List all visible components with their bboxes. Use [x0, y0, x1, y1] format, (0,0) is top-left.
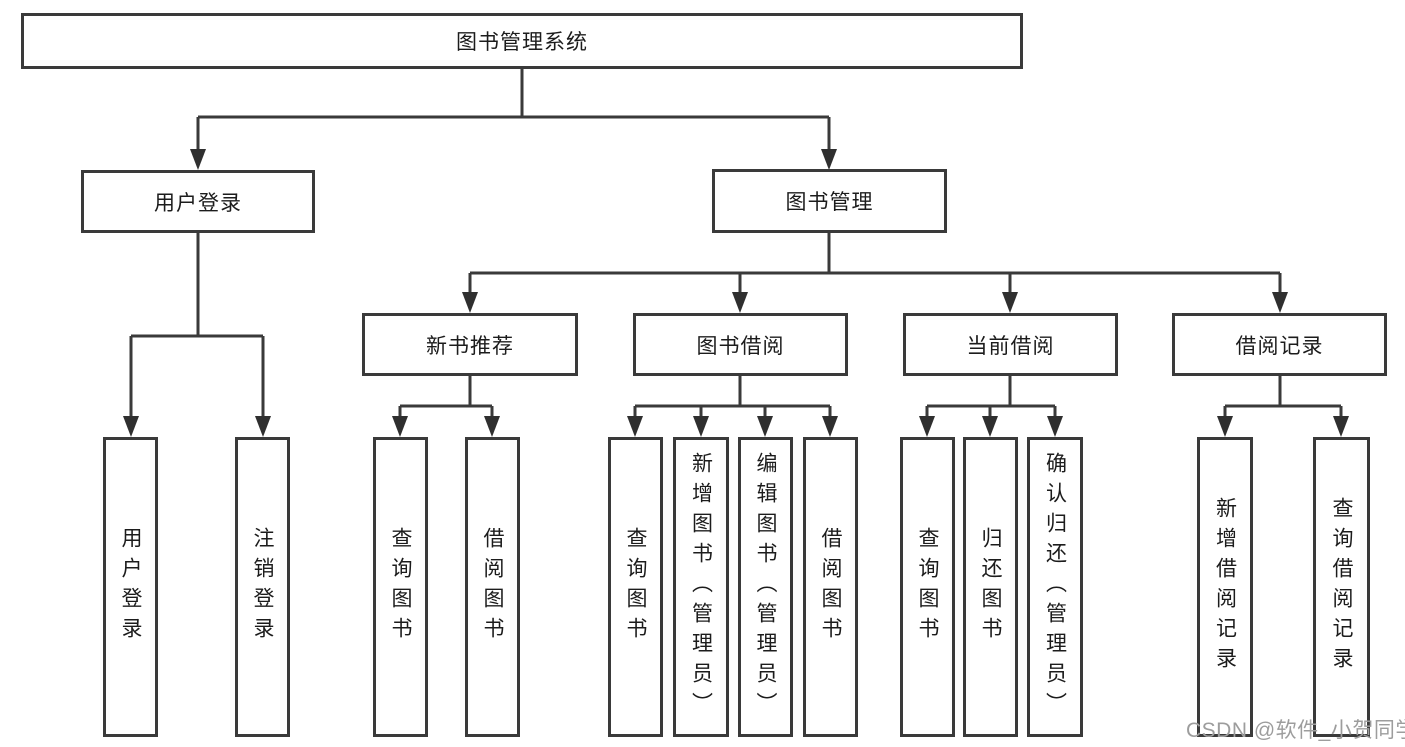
- arrow-down-head-icon: [1272, 292, 1288, 313]
- leaf-cb-query-books: 查询图书: [900, 437, 955, 737]
- node-borrowing-records: 借阅记录: [1172, 313, 1387, 376]
- connector-line: [398, 376, 494, 419]
- node-new-book-recommend: 新书推荐: [362, 313, 578, 376]
- node-current-borrowing: 当前借阅: [903, 313, 1118, 376]
- arrow-down-head-icon: [123, 416, 139, 437]
- connector-group-4: [627, 376, 838, 437]
- node-library-management-system: 图书管理系统: [21, 13, 1023, 69]
- arrow-down-head-icon: [462, 292, 478, 313]
- leaf-bb-borrow-books: 借阅图书: [803, 437, 858, 737]
- arrow-down-head-icon: [392, 416, 408, 437]
- arrow-down-head-icon: [982, 416, 998, 437]
- arrow-down-head-icon: [757, 416, 773, 437]
- connector-line: [633, 376, 832, 419]
- connector-line: [129, 233, 265, 419]
- connector-line: [925, 376, 1057, 419]
- leaf-bb-add-books-admin: 新增图书（管理员）: [673, 437, 729, 737]
- arrow-down-head-icon: [1002, 292, 1018, 313]
- leaf-nbr-borrow-books: 借阅图书: [465, 437, 520, 737]
- arrow-down-head-icon: [1333, 416, 1349, 437]
- leaf-logout: 注销登录: [235, 437, 290, 737]
- connector-line: [468, 233, 1282, 295]
- node-book-management: 图书管理: [712, 169, 947, 233]
- leaf-br-add-record: 新增借阅记录: [1197, 437, 1253, 737]
- arrow-down-head-icon: [255, 416, 271, 437]
- connector-group-0: [190, 69, 837, 170]
- leaf-cb-return-books: 归还图书: [963, 437, 1018, 737]
- arrow-down-head-icon: [1217, 416, 1233, 437]
- csdn-watermark: CSDN @软件_小贺同学: [1186, 719, 1405, 742]
- arrow-down-head-icon: [821, 149, 837, 170]
- connector-group-3: [392, 376, 500, 437]
- arrow-down-head-icon: [693, 416, 709, 437]
- arrow-down-head-icon: [190, 149, 206, 170]
- leaf-user-login: 用户登录: [103, 437, 158, 737]
- arrow-down-head-icon: [1047, 416, 1063, 437]
- node-user-login: 用户登录: [81, 170, 315, 233]
- connector-group-6: [1217, 376, 1349, 437]
- connector-line: [1223, 376, 1343, 419]
- connector-group-2: [462, 233, 1288, 313]
- arrow-down-head-icon: [484, 416, 500, 437]
- leaf-bb-query-books: 查询图书: [608, 437, 663, 737]
- leaf-br-query-record: 查询借阅记录: [1313, 437, 1370, 737]
- arrow-down-head-icon: [919, 416, 935, 437]
- arrow-down-head-icon: [822, 416, 838, 437]
- connector-group-5: [919, 376, 1063, 437]
- leaf-cb-confirm-return-admin: 确认归还（管理员）: [1027, 437, 1083, 737]
- leaf-nbr-query-books: 查询图书: [373, 437, 428, 737]
- connector-group-1: [123, 233, 271, 437]
- connector-line: [196, 69, 831, 152]
- arrow-down-head-icon: [732, 292, 748, 313]
- arrow-down-head-icon: [627, 416, 643, 437]
- leaf-bb-edit-books-admin: 编辑图书（管理员）: [738, 437, 793, 737]
- node-book-borrowing: 图书借阅: [633, 313, 848, 376]
